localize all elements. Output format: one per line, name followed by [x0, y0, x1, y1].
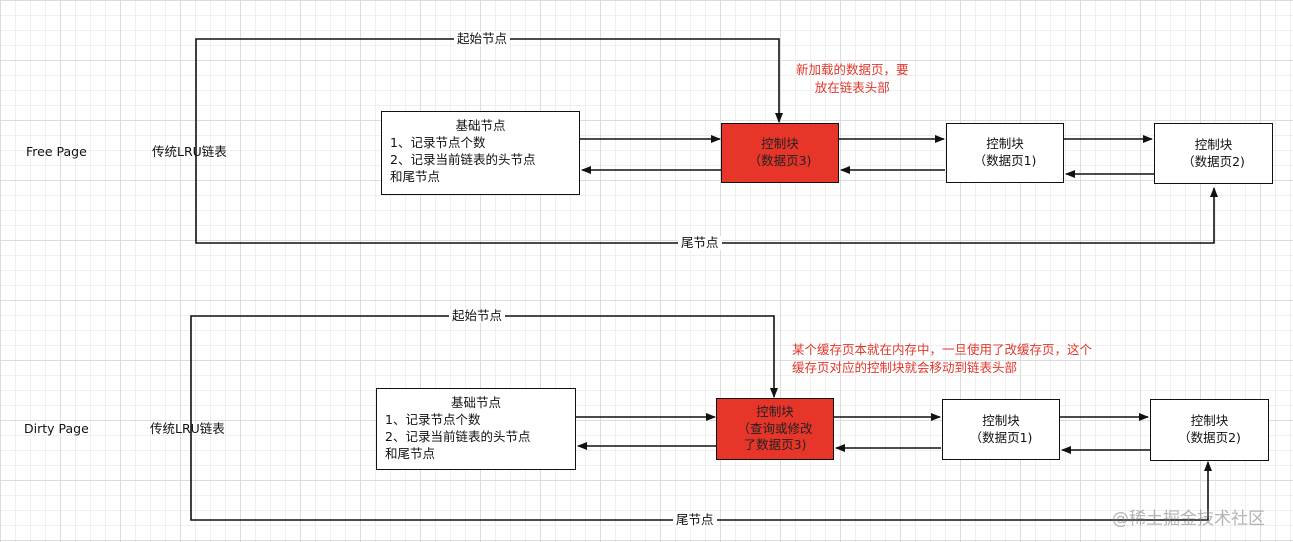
basic-node-line-1: 1、记录节点个数	[390, 134, 486, 150]
dirty-page-label: Dirty Page	[24, 421, 89, 436]
bottom-note-line-1: 某个缓存页本就在内存中，一旦使用了改缓存页，这个	[792, 342, 1093, 357]
control-block-desc: （数据页1)	[969, 429, 1033, 445]
bottom-control-block-1: 控制块 （数据页1)	[942, 399, 1060, 460]
control-block-desc: （数据页3)	[748, 153, 812, 168]
control-block-title: 控制块	[756, 403, 794, 419]
basic-node-line-3: 和尾节点	[390, 168, 441, 184]
free-page-label: Free Page	[26, 144, 87, 159]
basic-node-line-2: 2、记录当前链表的头节点	[385, 428, 531, 444]
top-note: 新加载的数据页，要 放在链表头部	[796, 61, 909, 97]
bottom-control-block-2: 控制块 （数据页2)	[1150, 399, 1269, 461]
bottom-tail-node-label: 尾节点	[673, 513, 717, 527]
basic-node-line-1: 1、记录节点个数	[385, 411, 481, 427]
basic-node-title: 基础节点	[455, 118, 506, 133]
control-block-title: 控制块	[982, 412, 1020, 428]
bottom-note: 某个缓存页本就在内存中，一旦使用了改缓存页，这个 缓存页对应的控制块就会移动到链…	[792, 341, 1092, 377]
control-block-desc-1: （查询或修改	[737, 420, 813, 436]
control-block-desc-2: 了数据页3)	[743, 437, 807, 453]
bottom-lru-list-label: 传统LRU链表	[150, 421, 225, 436]
basic-node-title: 基础节点	[450, 395, 501, 410]
control-block-desc: （数据页2)	[1178, 430, 1241, 445]
top-basic-node: 基础节点 1、记录节点个数 2、记录当前链表的头节点 和尾节点	[381, 111, 580, 195]
top-control-block-2: 控制块 （数据页2)	[1154, 123, 1273, 184]
bottom-basic-node: 基础节点 1、记录节点个数 2、记录当前链表的头节点 和尾节点	[376, 388, 576, 470]
top-note-line-1: 新加载的数据页，要	[796, 62, 909, 77]
control-block-title: 控制块	[761, 136, 799, 152]
top-lru-list-label: 传统LRU链表	[152, 144, 227, 159]
watermark: @稀土掘金技术社区	[1112, 509, 1265, 529]
top-note-line-2: 放在链表头部	[814, 80, 890, 96]
top-tail-node-label: 尾节点	[678, 236, 722, 250]
top-red-control-block: 控制块 （数据页3)	[721, 123, 839, 183]
top-start-node-label: 起始节点	[454, 32, 511, 46]
bottom-note-line-2: 缓存页对应的控制块就会移动到链表头部	[792, 360, 1018, 376]
basic-node-line-2: 2、记录当前链表的头节点	[390, 151, 536, 167]
basic-node-line-3: 和尾节点	[385, 445, 436, 461]
control-block-title: 控制块	[1190, 413, 1229, 429]
control-block-title: 控制块	[1194, 136, 1233, 152]
bottom-red-control-block: 控制块 （查询或修改 了数据页3)	[716, 398, 834, 460]
top-control-block-1: 控制块 （数据页1)	[946, 123, 1064, 183]
bottom-start-node-label: 起始节点	[449, 309, 506, 323]
control-block-desc: （数据页2)	[1182, 153, 1245, 169]
control-block-desc: （数据页1)	[973, 153, 1037, 168]
control-block-title: 控制块	[986, 136, 1024, 152]
